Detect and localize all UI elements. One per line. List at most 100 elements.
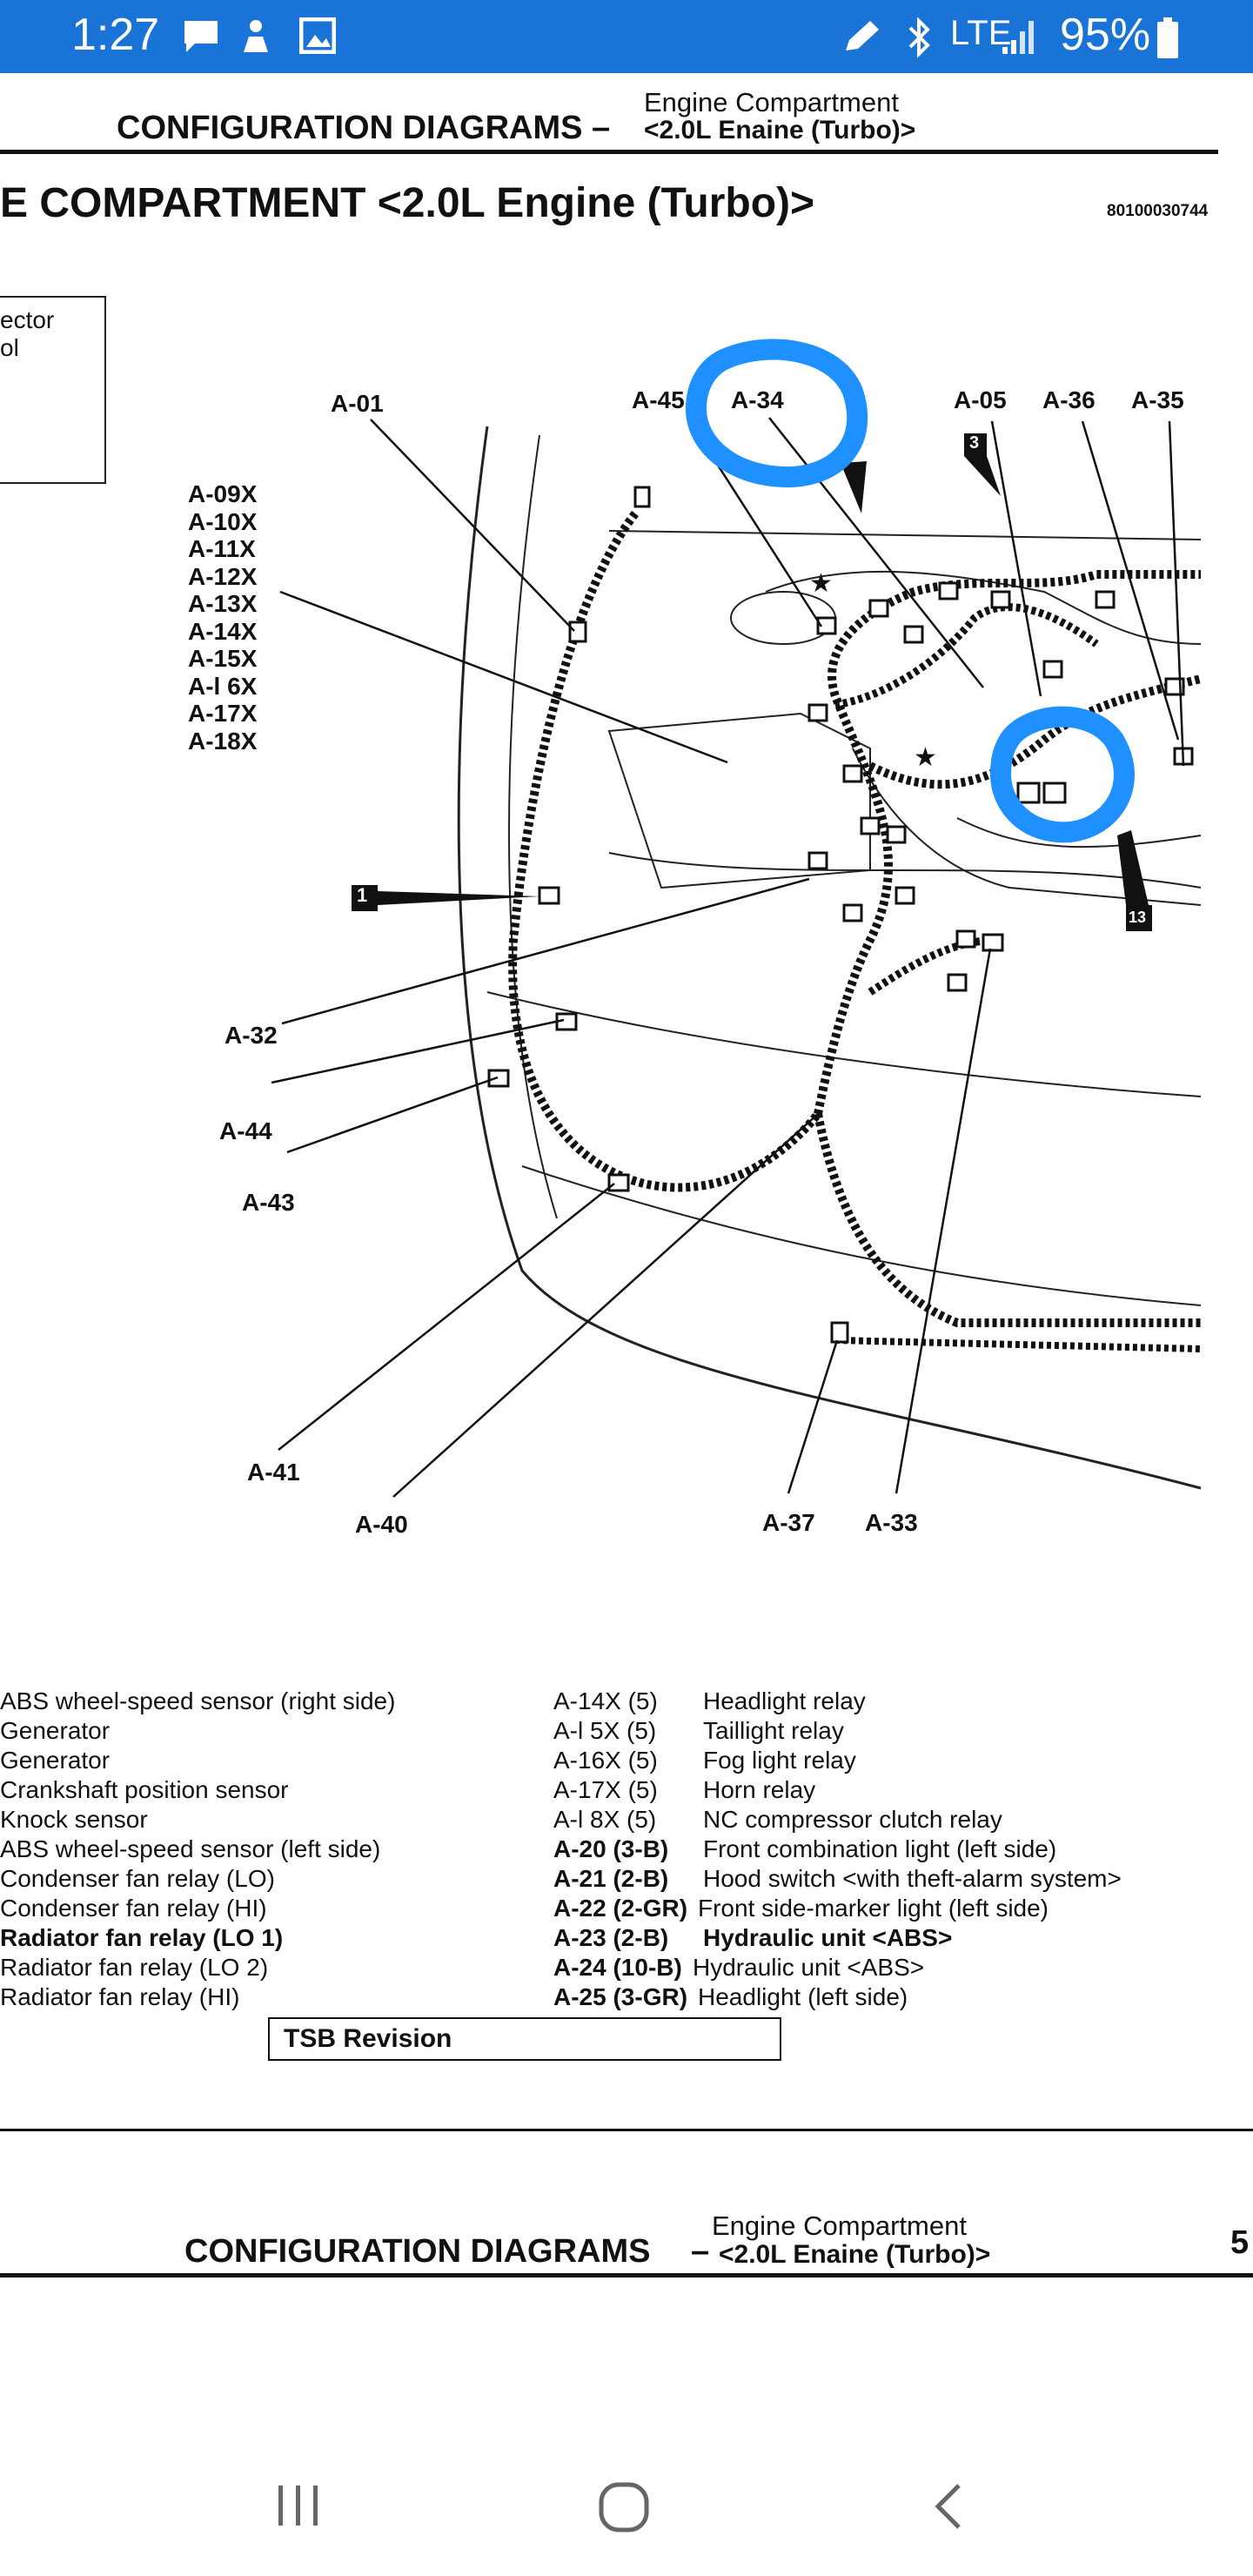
marker-13-arrow [1117,830,1149,905]
list-item: A-22 (2-GR) Front side-marker light (left… [553,1894,1122,1923]
list-item: A-l 5X (5) Taillight relay [553,1716,1122,1746]
label-a40: A-40 [355,1511,408,1538]
svg-text:★: ★ [809,568,833,599]
page2-header-title: CONFIGURATION DIAGRAMS [184,2233,651,2270]
list-item: A-14X (5)Headlight relay [553,1687,1122,1716]
page2-header-engine: <2.0L Enaine (Turbo)> [719,2240,991,2269]
label-a10x: A-10X [188,507,258,535]
list-item: A-23 (2-B)Hydraulic unit <ABS> [553,1923,1122,1953]
part-code: A-17X (5) [553,1776,658,1803]
part-desc: Taillight relay [703,1717,844,1744]
label-a37: A-37 [762,1509,815,1536]
list-item: A-17X (5) Horn relay [553,1775,1122,1805]
document-id: 80100030744 [1107,202,1209,220]
list-item: A-l 8X (5)NC compressor clutch relay [553,1805,1122,1835]
a34-arrow [841,461,867,513]
page2-header-rule [0,2273,1253,2277]
part-code: A-16X (5) [553,1747,658,1774]
label-a33: A-33 [865,1509,918,1536]
highlight-circle-a05 [989,706,1135,843]
recents-icon[interactable] [275,2482,322,2529]
engine-compartment-diagram: ★ ★ A-01 A-45 A-34 A-05 A-36 A-35 A-09X … [0,331,1253,1566]
page-title: E COMPARTMENT <2.0L Engine (Turbo)> [0,180,815,226]
page-separator [0,2129,1253,2131]
edit-icon [846,21,879,50]
list-item: Generator [0,1717,111,1744]
marker-13-box [1126,905,1152,931]
label-a44: A-44 [219,1117,272,1144]
part-code: A-14X (5) [553,1687,658,1714]
home-icon[interactable] [597,2480,651,2534]
label-a45: A-45 [632,386,685,413]
signal-icon [1002,21,1034,54]
label-a01: A-01 [331,390,384,417]
legend-line-2: ol [0,334,19,361]
relay-label-stack: A-09X A-10X A-11X A-12X A-13X A-14X A-15… [188,480,257,755]
part-code: A-23 (2-B) [553,1924,669,1951]
list-item: Condenser fan relay (LO) [0,1865,275,1892]
part-code: A-22 (2-GR) [553,1895,688,1922]
part-desc: Horn relay [703,1776,816,1803]
list-item: A-25 (3-GR) Headlight (left side) [553,1982,1122,2012]
tsb-revision-box: TSB Revision [268,2017,781,2061]
connector-legend-box: ector ol [0,296,106,484]
list-item: ABS wheel-speed sensor (left side) [0,1835,381,1862]
list-item: A-24 (10-B) Hydraulic unit <ABS> [553,1953,1122,1982]
navigation-bar [0,2437,1253,2576]
status-bar: 1:27 LTE 95% [0,0,1253,73]
list-item: Crankshaft position sensor [0,1776,289,1803]
svg-text:★: ★ [914,742,937,773]
highlight-circle-a34 [685,339,868,488]
label-a17x: A-17X [188,700,258,727]
list-item: A-20 (3-B)Front combination light (left … [553,1835,1122,1864]
part-desc: NC compressor clutch relay [703,1806,1002,1833]
marker-1-box [352,885,378,911]
page2-header-subtitle: Engine Compartment [712,2210,967,2241]
marker-3-label: 3 [969,433,980,453]
battery-icon [1157,17,1178,58]
wiring-drawing: ★ ★ [271,339,1203,1498]
part-desc: Hydraulic unit <ABS> [693,1954,925,1981]
label-a05: A-05 [954,386,1007,413]
part-desc: Hood switch <with theft-alarm system> [703,1865,1122,1892]
tsb-revision-label: TSB Revision [284,2024,452,2053]
image-icon [299,17,336,54]
page2-number-fragment: 5 [1230,2224,1250,2261]
page2-header-dash: – [691,2233,710,2270]
label-a43: A-43 [242,1189,295,1216]
page-header-title: CONFIGURATION DIAGRAMS – [117,110,611,146]
label-a32: A-32 [224,1022,278,1049]
marker-3-arrow [964,456,1001,496]
list-item: Generator [0,1747,111,1774]
label-a41: A-41 [247,1459,300,1486]
label-a13x: A-13X [188,590,258,617]
bluetooth-icon [908,17,930,57]
marker-1-arrow [378,891,539,905]
label-a16x: A-l 6X [188,672,258,700]
battery-percent: 95% [1060,10,1151,60]
part-code: A-25 (3-GR) [553,1983,688,2010]
part-code: A-24 (10-B) [553,1954,682,1981]
label-a11x: A-11X [188,535,256,562]
list-item: Radiator fan relay (LO 2) [0,1954,269,1981]
page-header-subtitle: Engine Compartment [644,87,899,117]
message-icon [184,21,218,52]
label-a14x: A-14X [188,617,258,645]
part-desc: Fog light relay [703,1747,856,1774]
list-item: Knock sensor [0,1806,148,1833]
label-a36: A-36 [1042,386,1096,413]
marker-3-box [964,433,987,456]
list-item: A-16X (5) Fog light relay [553,1746,1122,1775]
legend-line-1: ector [0,306,55,333]
back-icon[interactable] [929,2482,968,2531]
label-a09x: A-09X [188,480,258,507]
part-code: A-l 5X (5) [553,1717,657,1744]
list-item: Radiator fan relay (HI) [0,1983,240,2010]
part-desc: Front side-marker light (left side) [698,1895,1049,1922]
page-header-engine: <2.0L Enaine (Turbo)> [644,116,916,144]
part-desc: Headlight (left side) [698,1983,908,2010]
header-rule [0,150,1218,154]
status-time: 1:27 [71,10,160,60]
label-a15x: A-15X [188,645,258,672]
part-code: A-21 (2-B) [553,1865,669,1892]
